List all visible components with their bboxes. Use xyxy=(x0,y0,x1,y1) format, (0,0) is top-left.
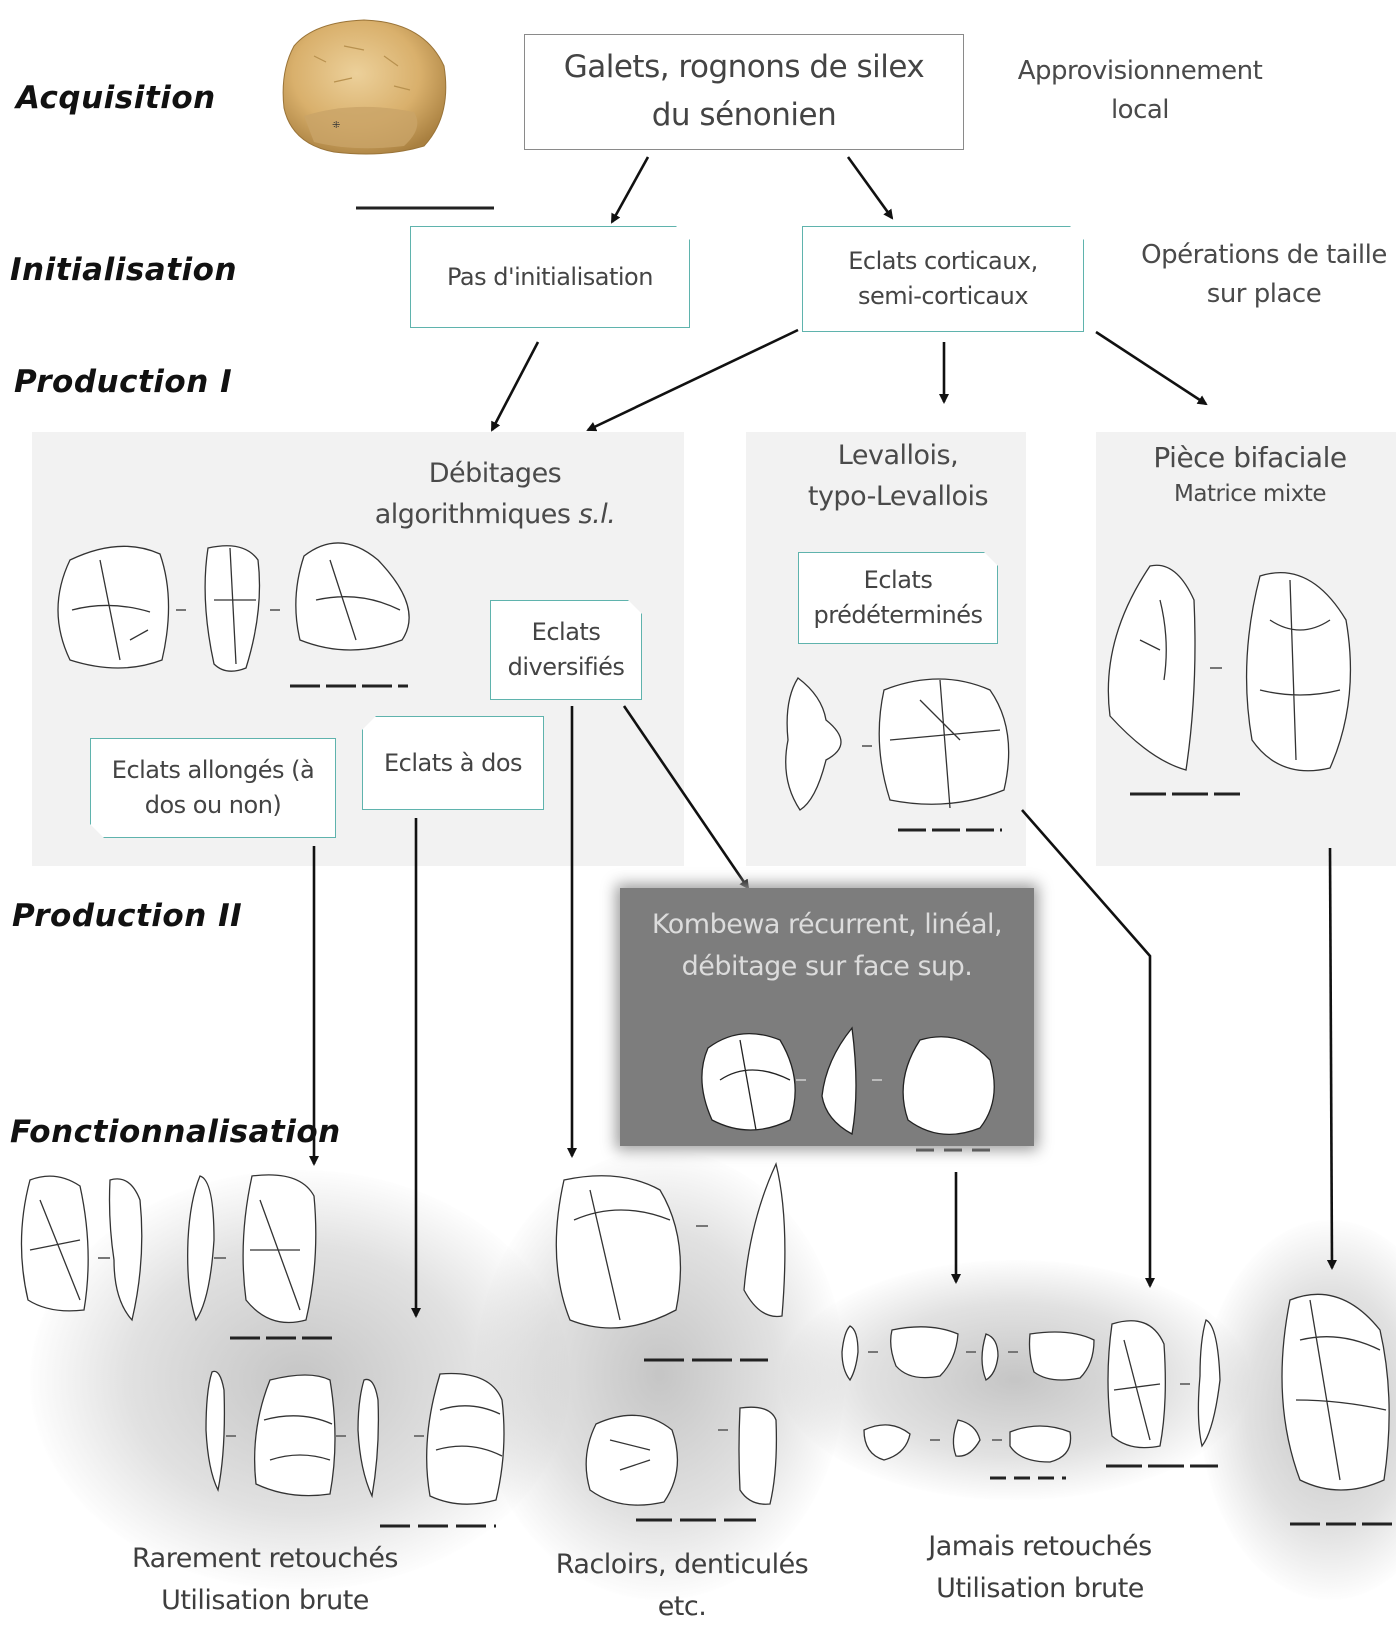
arrow-diversifies-to-kombewa xyxy=(624,706,748,888)
source-line-1: Galets, rognons de silex xyxy=(525,43,963,91)
eclats-corticaux-line-2: semi-corticaux xyxy=(858,279,1028,314)
box-pas-initialisation: Pas d'initialisation xyxy=(410,226,690,328)
eclats-dos-label: Eclats à dos xyxy=(384,746,522,781)
levallois-line-2: typo-Levallois xyxy=(770,477,1026,518)
source-box: Galets, rognons de silex du sénonien xyxy=(524,34,964,150)
box-eclats-corticaux: Eclats corticaux, semi-corticaux xyxy=(802,226,1084,332)
caption-mid-line-2: etc. xyxy=(548,1586,816,1628)
source-line-2: du sénonien xyxy=(525,91,963,139)
caption-mid: Racloirs, denticulés etc. xyxy=(548,1544,816,1628)
tag-eclats-predetermines: Eclats prédéterminés xyxy=(798,552,998,644)
levallois-line-1: Levallois, xyxy=(770,436,1026,477)
note-approvisionnement: Approvisionnement local xyxy=(1000,52,1280,130)
approvisionnement-line-2: local xyxy=(1000,91,1280,130)
arrow-eclats-to-debitages xyxy=(588,330,798,430)
bifaciale-line-1: Pièce bifaciale xyxy=(1110,438,1390,477)
debitages-sl: s.l. xyxy=(579,499,616,530)
tag-eclats-dos: Eclats à dos xyxy=(362,716,544,810)
kombewa-panel: Kombewa récurrent, linéal, débitage sur … xyxy=(620,888,1034,1146)
operations-line-1: Opérations de taille xyxy=(1132,236,1396,275)
approvisionnement-line-1: Approvisionnement xyxy=(1000,52,1280,91)
tag-eclats-allonges: Eclats allongés (à dos ou non) xyxy=(90,738,336,838)
eclats-corticaux-line-1: Eclats corticaux, xyxy=(848,244,1038,279)
debitages-line-2: algorithmiques s.l. xyxy=(360,495,630,536)
eclats-predetermines-line-1: Eclats xyxy=(864,563,933,598)
caption-left: Rarement retouchés Utilisation brute xyxy=(100,1538,430,1622)
arrow-pas-to-debitages xyxy=(492,342,538,430)
note-operations: Opérations de taille sur place xyxy=(1132,236,1396,314)
caption-right: Jamais retouchés Utilisation brute xyxy=(900,1526,1180,1610)
eclats-predetermines-line-2: prédéterminés xyxy=(814,598,983,633)
tag-eclats-diversifies: Eclats diversifiés xyxy=(490,600,642,700)
arrow-levallois-down xyxy=(1022,810,1150,1286)
arrow-source-to-pas xyxy=(612,157,648,222)
bifaciale-line-2: Matrice mixte xyxy=(1110,477,1390,512)
operations-line-2: sur place xyxy=(1132,275,1396,314)
arrow-source-to-eclats xyxy=(848,157,892,218)
caption-right-line-2: Utilisation brute xyxy=(900,1568,1180,1610)
eclats-allonges-line-1: Eclats allongés (à xyxy=(112,753,314,788)
bifaciale-title: Pièce bifaciale Matrice mixte xyxy=(1110,438,1390,512)
arrow-eclats-to-bifaciale xyxy=(1096,332,1206,404)
arrow-bifaciale-down xyxy=(1330,848,1332,1268)
pas-initialisation-label: Pas d'initialisation xyxy=(447,260,653,295)
caption-left-line-2: Utilisation brute xyxy=(100,1580,430,1622)
caption-left-line-1: Rarement retouchés xyxy=(100,1538,430,1580)
eclats-diversifies-line-1: Eclats xyxy=(532,615,601,650)
levallois-title: Levallois, typo-Levallois xyxy=(770,436,1026,517)
debitages-line-1: Débitages xyxy=(360,454,630,495)
caption-mid-line-1: Racloirs, denticulés xyxy=(548,1544,816,1586)
eclats-allonges-line-2: dos ou non) xyxy=(145,788,282,823)
debitages-title: Débitages algorithmiques s.l. xyxy=(360,454,630,535)
caption-right-line-1: Jamais retouchés xyxy=(900,1526,1180,1568)
eclats-diversifies-line-2: diversifiés xyxy=(508,650,625,685)
